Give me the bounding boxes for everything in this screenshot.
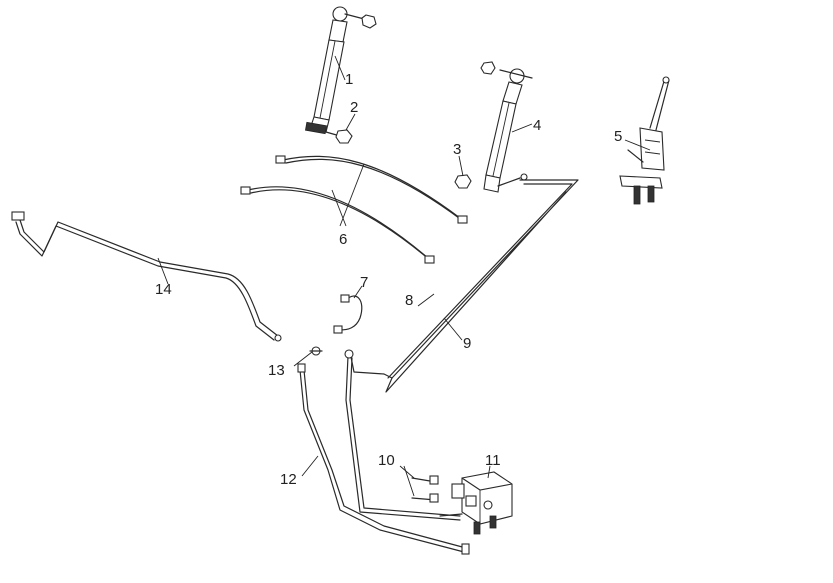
callout-10: 10 (378, 452, 395, 469)
part-6-hoses (240, 155, 468, 264)
part-2-nut (335, 129, 353, 144)
callout-6: 6 (339, 231, 347, 248)
callout-14: 14 (155, 281, 172, 298)
callout-4: 4 (533, 117, 541, 134)
part-14-long-pipe (11, 211, 282, 342)
callout-3: 3 (453, 141, 461, 158)
callout-8: 8 (405, 292, 413, 309)
callout-1: 1 (345, 71, 353, 88)
part-5-bracket-assembly (619, 76, 670, 205)
callout-9: 9 (463, 335, 471, 352)
part-1-gas-strut (304, 6, 377, 137)
part-10-fittings (411, 475, 439, 503)
part-3-nut (454, 174, 472, 189)
callout-2: 2 (350, 99, 358, 116)
callout-labels: 1 2 3 4 5 6 7 8 9 10 11 12 13 14 (155, 71, 622, 488)
callout-11: 11 (485, 452, 501, 469)
part-4-gas-strut (480, 61, 533, 193)
part-12-hose (297, 363, 470, 555)
callout-13: 13 (268, 362, 285, 379)
part-7-short-hose (333, 294, 363, 334)
callout-12: 12 (280, 471, 297, 488)
part-13-clamp (309, 346, 323, 356)
leader-lines (157, 55, 651, 497)
callout-7: 7 (360, 274, 368, 291)
part-11-pump-block (439, 471, 513, 535)
callout-5: 5 (614, 128, 622, 145)
part-8-9-long-pipes (344, 179, 579, 521)
